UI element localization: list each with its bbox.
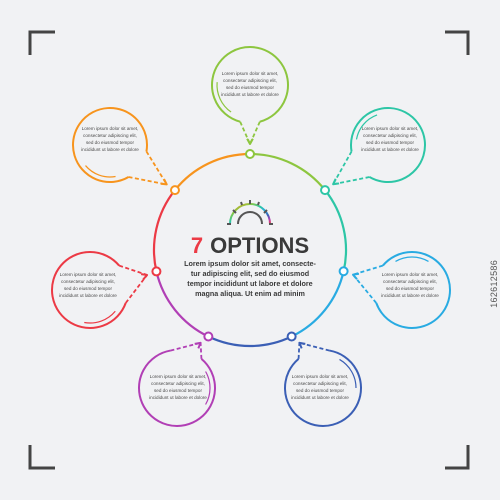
option-lower-right: Lorem ipsum dolor sit amet, consectetur a… — [338, 251, 451, 329]
option-text-line: consectetur adipiscing elit, — [151, 381, 205, 386]
option-text-line: Lorem ipsum dolor sit amet, — [292, 374, 349, 379]
corner-bottom-right — [445, 445, 470, 470]
bubble-inner-arc — [85, 165, 116, 178]
description-line: tempor incididunt ut labore et dolore — [187, 279, 312, 288]
stock-id: 162612586 — [489, 260, 499, 308]
option-text-line: Lorem ipsum dolor sit amet, — [362, 126, 419, 131]
bubble-inner-arc — [339, 358, 357, 389]
central-ring — [152, 152, 348, 348]
ring-node — [320, 185, 331, 196]
option-text-line: consectetur adipiscing elit, — [83, 133, 137, 138]
option-text-line: incididunt ut labore et dolore — [81, 147, 139, 152]
bubble-tail — [118, 264, 148, 304]
ring-arc-top — [249, 152, 326, 191]
option-bubbles: Lorem ipsum dolor sit amet, consectetur a… — [51, 46, 451, 427]
bubble-outline — [138, 349, 216, 427]
option-text-line: consectetur adipiscing elit, — [293, 381, 347, 386]
option-text-line: sed do eiusmod tempor — [86, 140, 134, 145]
option-text-line: consectetur adipiscing elit, — [223, 78, 277, 83]
bubble-inner-arc — [395, 256, 429, 262]
ring-arc-bottom-right — [207, 335, 293, 348]
bubble-inner-arc — [216, 82, 232, 113]
arrow-icon — [246, 138, 254, 145]
description-line: Lorem ipsum dolor sit amet, consecte- — [184, 259, 316, 268]
ring-node — [245, 149, 255, 159]
option-text-line: sed do eiusmod tempor — [154, 388, 202, 393]
option-text-line: incididunt ut labore et dolore — [361, 147, 419, 152]
description-line: magna aliqua. Ut enim ad minim — [195, 289, 305, 298]
option-text-line: sed do eiusmod tempor — [226, 85, 274, 90]
title-number: 7 — [191, 233, 203, 258]
ring-node — [338, 266, 349, 277]
bubble-outline — [51, 251, 127, 329]
bubble-tail — [297, 341, 330, 359]
option-upper-left: Lorem ipsum dolor sit amet, consectetur a… — [72, 107, 180, 196]
option-text-line: sed do eiusmod tempor — [64, 286, 112, 291]
option-lower-left: Lorem ipsum dolor sit amet, consectetur a… — [51, 251, 162, 329]
option-upper-right: Lorem ipsum dolor sit amet, consectetur a… — [320, 107, 426, 196]
bubble-outline — [72, 107, 148, 183]
arrow-icon — [140, 273, 149, 281]
ring-node — [169, 185, 180, 196]
ring-node — [151, 266, 162, 277]
option-text-line: incididunt ut labore et dolore — [149, 395, 207, 400]
arrow-icon — [194, 341, 202, 349]
option-text-line: incididunt ut labore et dolore — [59, 293, 117, 298]
bubble-tail — [239, 121, 261, 145]
ring-arc-lower-right — [291, 271, 345, 338]
arrow-icon — [332, 178, 340, 186]
option-text-line: consectetur adipiscing elit, — [363, 133, 417, 138]
option-text-line: sed do eiusmod tempor — [386, 286, 434, 291]
bubble-tail — [128, 150, 168, 186]
bubble-tail — [332, 150, 370, 186]
arrow-icon — [298, 341, 306, 349]
option-text-line: sed do eiusmod tempor — [296, 388, 344, 393]
bubble-outline — [350, 107, 426, 183]
ring-node — [286, 331, 297, 342]
ring-arc-upper-left — [174, 152, 251, 191]
title-word: OPTIONS — [210, 233, 309, 258]
corner-top-right — [445, 30, 470, 55]
option-bottom-right: Lorem ipsum dolor sit amet, consectetur a… — [284, 331, 362, 427]
bubble-tail — [170, 341, 203, 359]
description: Lorem ipsum dolor sit amet, consecte- tu… — [184, 259, 316, 298]
bubble-outline — [284, 349, 362, 427]
bubble-inner-arc — [205, 371, 211, 405]
option-text-line: sed do eiusmod tempor — [366, 140, 414, 145]
bubble-outline — [211, 46, 289, 123]
ring-arc-bottom-left — [155, 271, 209, 338]
ring-arc-upper-right — [324, 189, 348, 272]
arrow-icon — [352, 272, 360, 280]
option-text-line: incididunt ut labore et dolore — [381, 293, 439, 298]
option-text-line: Lorem ipsum dolor sit amet, — [222, 71, 279, 76]
bubble-tail — [352, 264, 384, 304]
option-text-line: consectetur adipiscing elit, — [383, 279, 437, 284]
option-top: Lorem ipsum dolor sit amet, consectetur a… — [211, 46, 289, 159]
option-text-line: Lorem ipsum dolor sit amet, — [82, 126, 139, 131]
option-text-line: incididunt ut labore et dolore — [291, 395, 349, 400]
option-bottom-left: Lorem ipsum dolor sit amet, consectetur a… — [138, 331, 216, 427]
frame-corners — [28, 30, 470, 470]
corner-bottom-left — [28, 445, 55, 470]
option-text-line: incididunt ut labore et dolore — [221, 92, 279, 97]
option-text-line: Lorem ipsum dolor sit amet, — [150, 374, 207, 379]
option-text-line: Lorem ipsum dolor sit amet, — [382, 272, 439, 277]
bubble-inner-arc — [355, 114, 378, 140]
title: 7 OPTIONS — [191, 233, 309, 258]
ring-node — [203, 331, 214, 342]
gear-icon — [227, 200, 273, 225]
bubble-outline — [375, 251, 451, 329]
arrow-icon — [160, 178, 168, 186]
description-line: tur adipiscing elit, sed do eiusmod — [191, 269, 309, 278]
option-text-line: Lorem ipsum dolor sit amet, — [60, 272, 117, 277]
option-text-line: consectetur adipiscing elit, — [61, 279, 115, 284]
ring-arc-lower-left — [152, 189, 176, 272]
bubble-inner-arc — [84, 310, 116, 324]
corner-top-left — [28, 30, 55, 55]
